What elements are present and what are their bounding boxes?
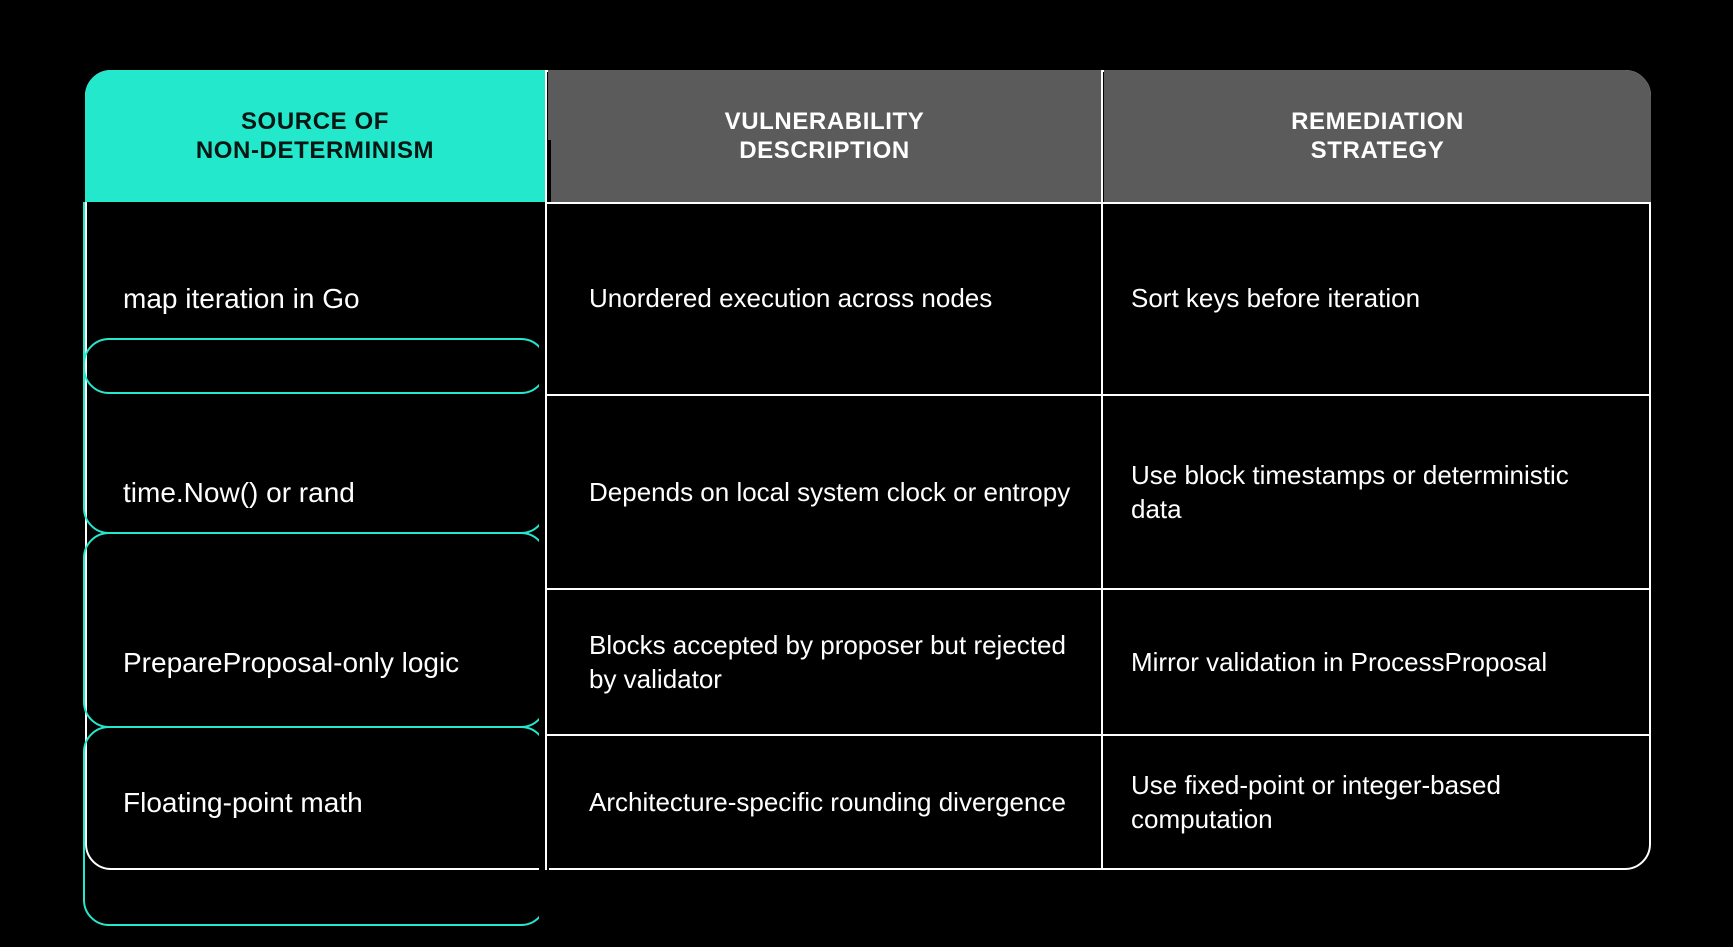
cell-remediation-row-3: Mirror validation in ProcessProposal (1131, 647, 1548, 678)
header-cell-remediation-strategy: REMEDIATION STRATEGY (1104, 70, 1651, 202)
cell-source-row-3: PrepareProposal-only logic (123, 646, 460, 678)
cell-source-row-2: time.Now() or rand (123, 476, 355, 508)
column-divider-1 (545, 70, 547, 870)
table-row: Floating-point math Architecture-specifi… (85, 736, 1651, 870)
cell-vulnerability-row-1: Unordered execution across nodes (589, 283, 993, 314)
table-row: PrepareProposal-only logic Blocks accept… (85, 590, 1651, 736)
header-remediation-line1: REMEDIATION (1291, 107, 1464, 135)
table-body: map iteration in Go Unordered execution … (81, 140, 1651, 928)
header-vulnerability-line2: DESCRIPTION (739, 137, 910, 164)
table-header-row: SOURCE OF NON-DETERMINISM VULNERABILITY … (85, 70, 1651, 202)
cell-vulnerability-row-4: Architecture-specific rounding divergenc… (589, 787, 1066, 818)
header-cell-vulnerability-description: VULNERABILITY DESCRIPTION (548, 70, 1101, 202)
cell-remediation-row-2: Use block timestamps or deterministic da… (1131, 460, 1569, 524)
table-row: time.Now() or rand Depends on local syst… (85, 396, 1651, 590)
row-separator-1 (545, 394, 1651, 396)
header-remediation-line2: STRATEGY (1310, 137, 1445, 164)
cell-remediation-row-4: Use fixed-point or integer-based computa… (1131, 770, 1501, 834)
row-separator-3 (545, 734, 1651, 736)
row-separator-2 (545, 588, 1651, 590)
table-row: map iteration in Go Unordered execution … (85, 202, 1651, 396)
cell-vulnerability-row-3: Blocks accepted by proposer but rejected… (589, 630, 1066, 694)
cell-vulnerability-row-2: Depends on local system clock or entropy (589, 477, 1071, 508)
header-source-line2: NON-DETERMINISM (195, 137, 435, 164)
column-divider-2 (1101, 70, 1103, 870)
header-source-line1: SOURCE OF (240, 107, 390, 135)
cell-source-row-1: map iteration in Go (123, 282, 360, 314)
header-cell-source-of-non-determinism: SOURCE OF NON-DETERMINISM (85, 70, 545, 202)
header-underline (545, 202, 1651, 204)
cell-remediation-row-1: Sort keys before iteration (1131, 283, 1421, 314)
non-determinism-table: SOURCE OF NON-DETERMINISM VULNERABILITY … (81, 70, 1651, 928)
cell-source-row-4: Floating-point math (123, 786, 363, 818)
header-vulnerability-line1: VULNERABILITY (724, 107, 925, 135)
